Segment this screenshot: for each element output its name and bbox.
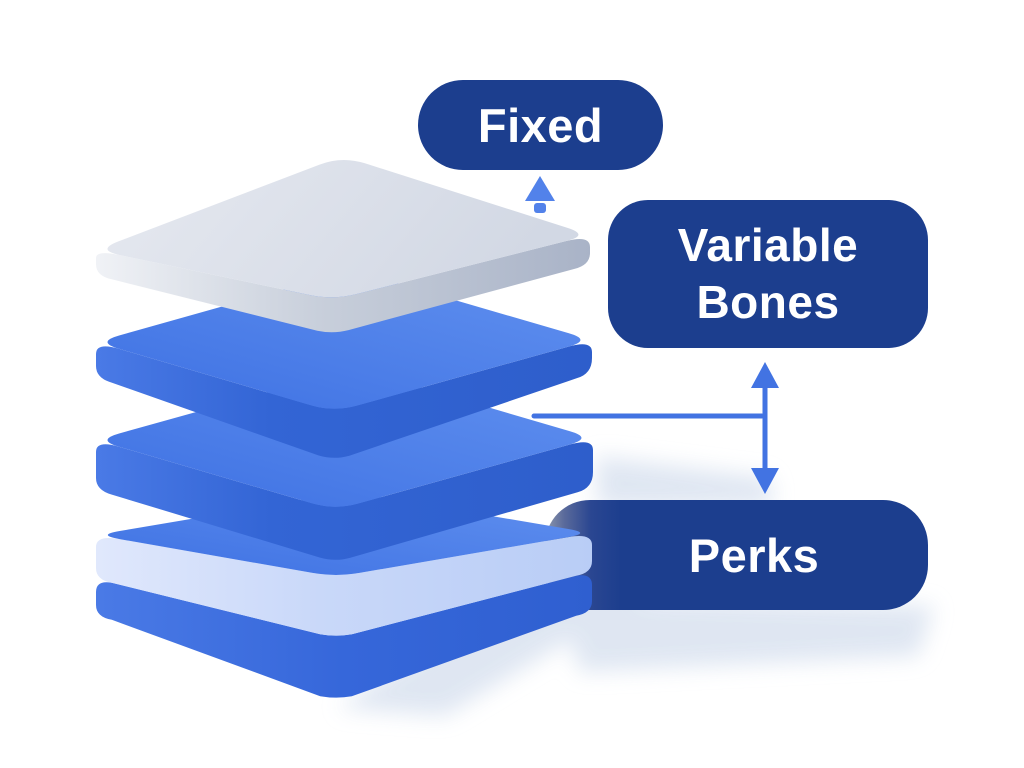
label-fixed: Fixed [418, 80, 663, 170]
label-variable-line2: Bones [696, 276, 840, 328]
label-fixed-text: Fixed [477, 98, 604, 152]
shadow-under-perks [558, 596, 934, 672]
arrow-up-head-icon [751, 362, 779, 388]
layer3-side-face [96, 442, 593, 560]
shadow-above-perks [596, 456, 773, 508]
arrow-down-head-icon [751, 468, 779, 494]
small-up-arrow-icon [525, 176, 555, 213]
label-variable-bonus: Variable Bones [608, 200, 928, 348]
layer-top-gray [96, 159, 590, 333]
label-perks-text: Perks [688, 528, 820, 582]
layer4-blue-base-band [96, 575, 592, 698]
label-perks: Perks [580, 500, 928, 610]
layer4-light-band [96, 536, 592, 636]
label-perks-box [545, 500, 928, 610]
layer1-side-face [96, 238, 590, 333]
layer2-side-face [96, 344, 592, 458]
layer1-top-face [107, 159, 579, 298]
small-up-arrow-head [525, 176, 555, 201]
label-variable-line1: Variable [677, 219, 859, 271]
small-up-arrow-stem [534, 203, 546, 213]
double-arrow [751, 362, 779, 494]
